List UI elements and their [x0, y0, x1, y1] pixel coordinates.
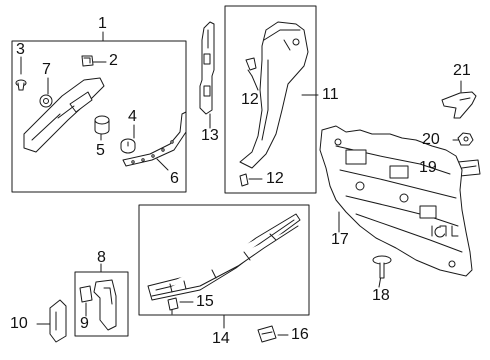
callout-2: 2: [109, 52, 118, 69]
part-4-screw: [120, 138, 136, 154]
callout-21: 21: [453, 62, 471, 79]
part-13-bracket: [199, 21, 215, 115]
part-7-pillar-trim: [23, 77, 105, 153]
callout-5: 5: [96, 142, 105, 159]
part-9-clip: [79, 285, 93, 303]
part-6-handle: [122, 111, 187, 167]
callout-13: 13: [201, 127, 219, 144]
callout-10: 10: [10, 315, 28, 332]
part-11-pillar-trim: [239, 21, 309, 169]
callout-11: 11: [322, 86, 339, 103]
callout-7: 7: [42, 61, 51, 78]
callout-20: 20: [422, 131, 440, 148]
part-20-nut: [457, 132, 474, 146]
part-14-scuff-plate: [147, 213, 301, 301]
group-11-frame: [224, 5, 317, 194]
callout-4: 4: [128, 108, 137, 125]
callout-19: 19: [419, 159, 437, 176]
callout-9: 9: [80, 315, 89, 332]
part-21-clip: [441, 91, 477, 119]
callout-6: 6: [170, 170, 179, 187]
part-18-pin: [372, 255, 392, 279]
callout-15: 15: [196, 293, 214, 310]
callout-17: 17: [331, 231, 349, 248]
callout-12-upper: 12: [241, 91, 259, 108]
part-12-clip-lower: [239, 173, 249, 187]
callout-14: 14: [212, 330, 230, 347]
part-10-bracket: [49, 299, 67, 343]
callout-3: 3: [16, 41, 25, 58]
callout-12-lower: 12: [266, 170, 284, 187]
callout-18: 18: [372, 287, 390, 304]
callout-1: 1: [98, 15, 107, 32]
part-8-trim: [93, 279, 117, 331]
part-5-grommet: [94, 115, 110, 135]
callout-16: 16: [291, 326, 309, 343]
part-17-back-panel: [319, 125, 473, 277]
part-3-push-pin: [15, 79, 27, 91]
part-16-clip: [257, 325, 277, 343]
part-2-clip: [81, 55, 94, 67]
callout-8: 8: [97, 249, 106, 266]
part-12-clip-upper: [245, 57, 257, 77]
part-15-clip: [167, 297, 179, 315]
